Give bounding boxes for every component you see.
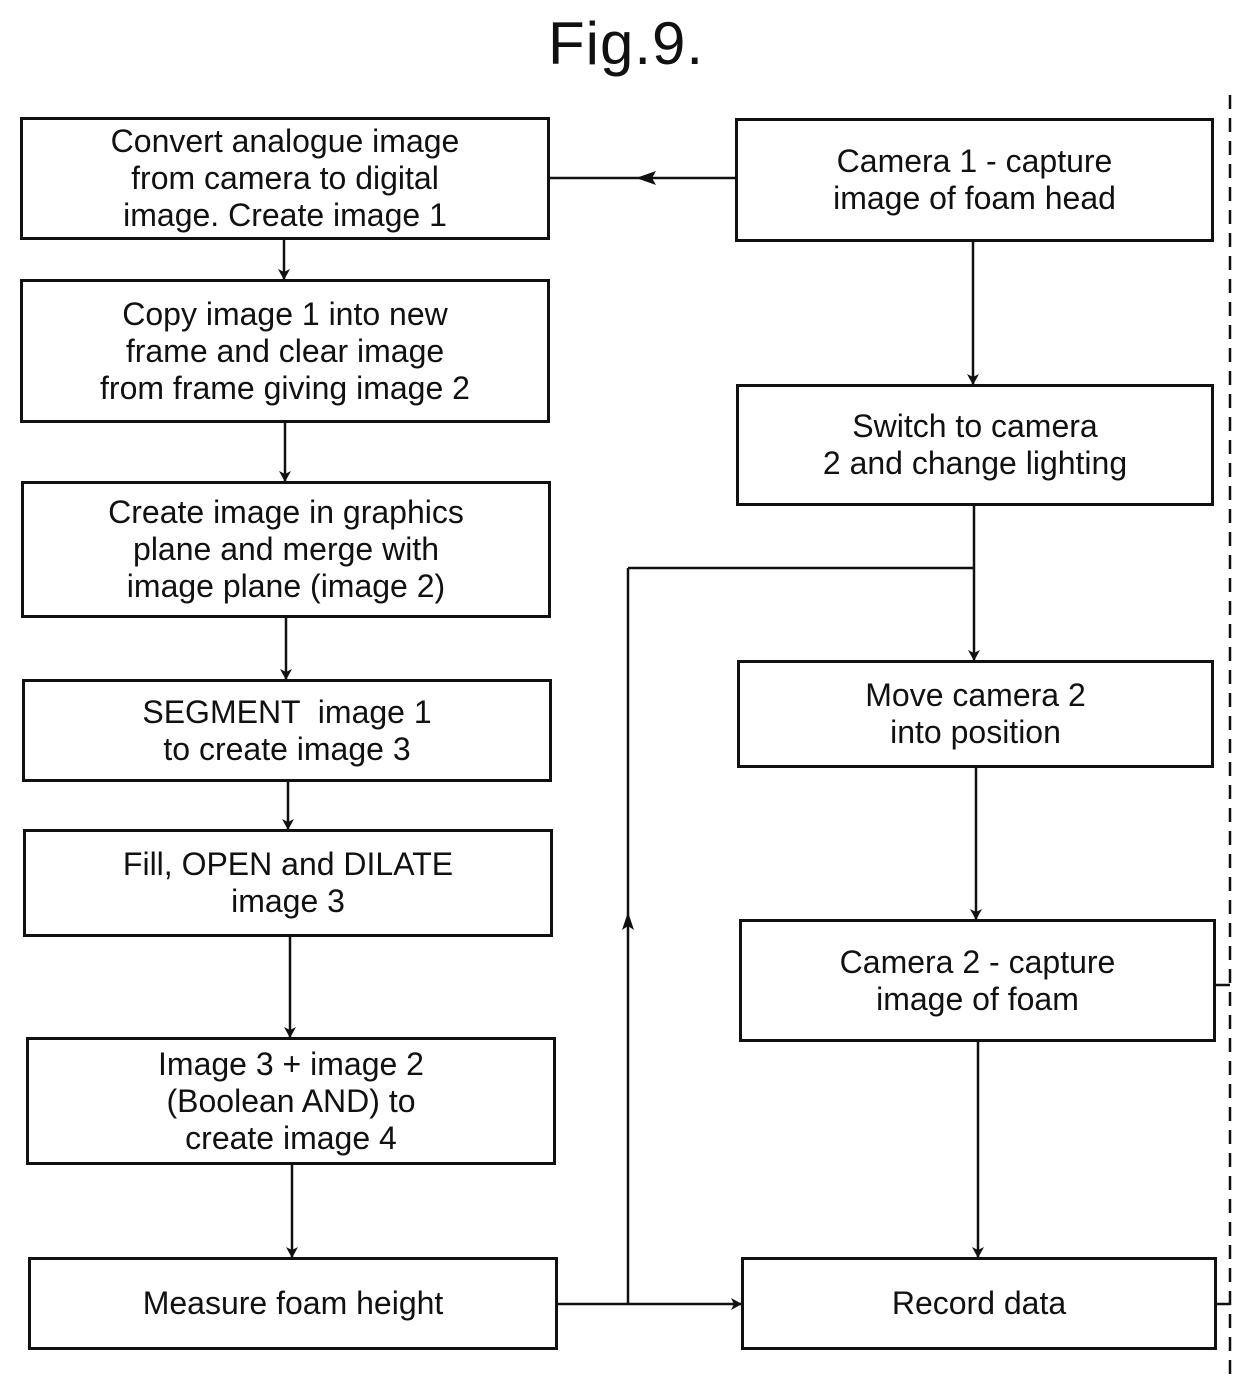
box-line: plane and merge with <box>133 531 439 568</box>
process-box-and: Image 3 + image 2 (Boolean AND) to creat… <box>26 1037 556 1165</box>
box-line: from frame giving image 2 <box>100 370 470 407</box>
box-line: Move camera 2 <box>865 677 1086 714</box>
box-line: Camera 1 - capture <box>837 143 1113 180</box>
box-line: Fill, OPEN and DILATE <box>123 846 453 883</box>
process-box-switch: Switch to camera 2 and change lighting <box>736 384 1214 506</box>
process-box-create: Create image in graphics plane and merge… <box>21 481 551 618</box>
box-line: Copy image 1 into new <box>122 296 448 333</box>
process-box-record: Record data <box>741 1257 1217 1350</box>
box-line: Convert analogue image <box>111 123 460 160</box>
process-box-fill: Fill, OPEN and DILATE image 3 <box>23 829 553 937</box>
box-line: from camera to digital <box>131 160 439 197</box>
box-line: image of foam head <box>833 180 1116 217</box>
process-box-segment: SEGMENT image 1 to create image 3 <box>22 679 552 782</box>
box-line: SEGMENT image 1 <box>142 694 431 731</box>
box-line: create image 4 <box>185 1120 397 1157</box>
process-box-copy: Copy image 1 into new frame and clear im… <box>20 279 550 423</box>
box-line: Measure foam height <box>143 1285 444 1322</box>
box-line: Switch to camera <box>852 408 1097 445</box>
process-box-convert: Convert analogue image from camera to di… <box>20 117 550 240</box>
box-line: image of foam <box>876 981 1079 1018</box>
box-line: Image 3 + image 2 <box>158 1046 424 1083</box>
box-line: Create image in graphics <box>108 494 464 531</box>
box-line: image plane (image 2) <box>127 568 445 605</box>
box-line: Camera 2 - capture <box>840 944 1116 981</box>
process-box-camera2: Camera 2 - capture image of foam <box>739 919 1216 1042</box>
box-line: into position <box>890 714 1061 751</box>
process-box-camera1: Camera 1 - capture image of foam head <box>735 118 1214 242</box>
box-line: (Boolean AND) to <box>166 1083 415 1120</box>
process-box-measure: Measure foam height <box>28 1257 558 1350</box>
box-line: frame and clear image <box>126 333 444 370</box>
process-box-move: Move camera 2 into position <box>737 660 1214 768</box>
box-line: 2 and change lighting <box>823 445 1127 482</box>
box-line: image 3 <box>231 883 345 920</box>
box-line: Record data <box>892 1285 1066 1322</box>
box-line: image. Create image 1 <box>123 197 447 234</box>
box-line: to create image 3 <box>163 731 410 768</box>
